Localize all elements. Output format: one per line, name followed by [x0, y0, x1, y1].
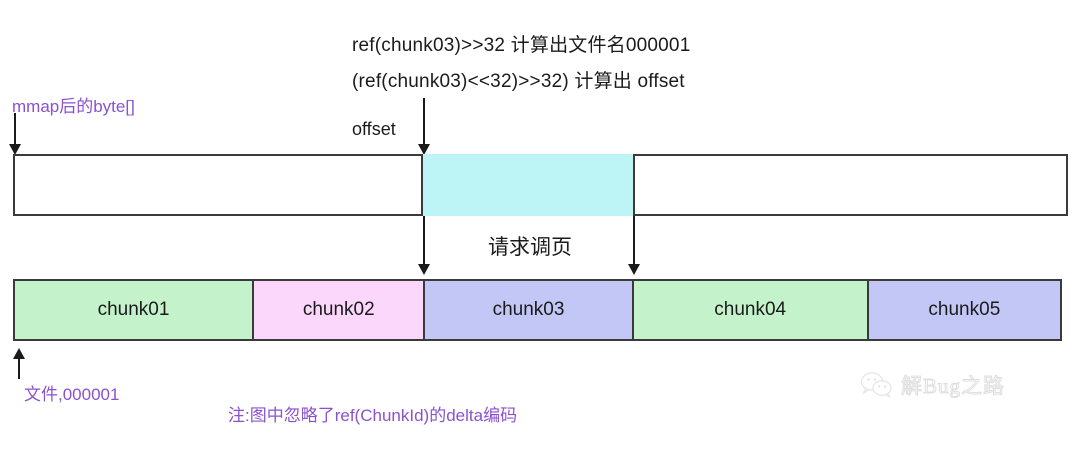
- paging-left-arrowhead: [418, 264, 430, 275]
- chunk-label: chunk01: [97, 299, 170, 320]
- formula-line-filename: ref(chunk03)>>32 计算出文件名000001: [352, 35, 691, 56]
- chunk-cell: chunk02: [254, 281, 426, 339]
- chunk-cell: chunk03: [425, 281, 634, 339]
- paging-left-line: [423, 216, 425, 266]
- chunk-label: chunk04: [714, 299, 787, 320]
- chunk-cell: chunk01: [15, 281, 255, 339]
- paging-right-line: [633, 216, 635, 266]
- watermark: 解Bug之路: [860, 370, 1005, 400]
- watermark-text: 解Bug之路: [900, 374, 1006, 399]
- wechat-icon: [860, 372, 892, 398]
- offset-label: offset: [352, 119, 396, 139]
- file-label: 文件,000001: [24, 385, 120, 404]
- mmap-byte-array-label: mmap后的byte[]: [12, 97, 135, 116]
- chunk-label: chunk05: [928, 299, 1001, 320]
- mmap-pointer-arrowhead: [9, 144, 21, 155]
- chunk-label: chunk03: [492, 299, 565, 320]
- file-pointer-line: [18, 358, 20, 379]
- paging-right-arrowhead: [628, 264, 640, 275]
- file-pointer-arrowhead: [13, 348, 25, 359]
- formula-line-offset: (ref(chunk03)<<32)>>32) 计算出 offset: [352, 71, 685, 92]
- formula-to-bytearray-arrowhead: [418, 144, 430, 155]
- chunk-cell: chunk05: [868, 281, 1060, 339]
- chunk-cell: chunk04: [633, 281, 869, 339]
- demand-paging-label: 请求调页: [488, 236, 572, 259]
- note-label: 注:图中忽略了ref(ChunkId)的delta编码: [228, 406, 518, 425]
- mapped-page-region: [421, 154, 635, 216]
- chunk-bar: chunk01 chunk02 chunk03 chunk04 chunk05: [13, 279, 1062, 341]
- chunk-label: chunk02: [302, 299, 375, 320]
- mmap-pointer-line: [14, 113, 16, 146]
- formula-to-bytearray-line: [423, 98, 425, 146]
